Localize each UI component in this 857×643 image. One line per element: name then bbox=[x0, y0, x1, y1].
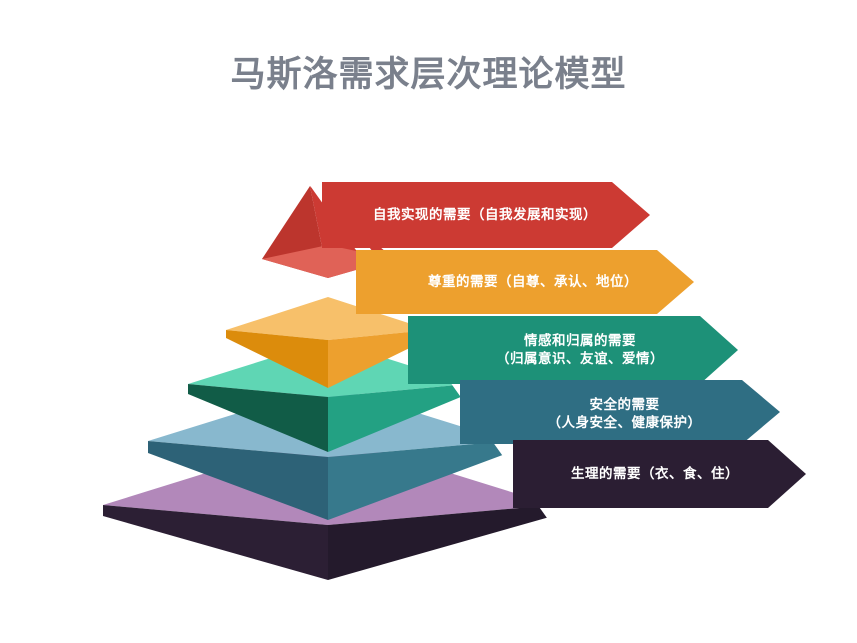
pyramid-tier-esteem bbox=[226, 297, 430, 388]
band-esteem[interactable] bbox=[356, 250, 694, 314]
pyramid-tier-belonging-right-face bbox=[328, 384, 468, 452]
pyramid-tier-safety-left-face bbox=[148, 441, 328, 520]
band-self-actualization[interactable] bbox=[322, 182, 650, 248]
page-title: 马斯洛需求层次理论模型 bbox=[230, 55, 627, 94]
band-belonging-shape[interactable] bbox=[408, 316, 738, 384]
pyramid-tier-physiological-left-face bbox=[103, 505, 328, 580]
pyramid-tier-physiological-right-face bbox=[328, 505, 553, 580]
pyramid-tier-belonging-left-face bbox=[188, 384, 328, 452]
band-safety[interactable] bbox=[460, 380, 780, 444]
band-physiological-shape[interactable] bbox=[513, 440, 806, 508]
band-esteem-shape[interactable] bbox=[356, 250, 694, 314]
band-physiological[interactable] bbox=[513, 440, 806, 508]
pyramid-tier-esteem-top bbox=[226, 297, 430, 340]
pyramid-tier-esteem-right-face bbox=[328, 330, 430, 388]
pyramid-tier-safety-right-face bbox=[328, 441, 508, 520]
band-self-actualization-shape[interactable] bbox=[322, 182, 650, 248]
band-safety-shape[interactable] bbox=[460, 380, 780, 444]
pyramid-tier-esteem-left-face bbox=[226, 330, 328, 388]
pyramid-tier-belonging bbox=[188, 340, 468, 452]
band-belonging[interactable] bbox=[408, 316, 738, 384]
